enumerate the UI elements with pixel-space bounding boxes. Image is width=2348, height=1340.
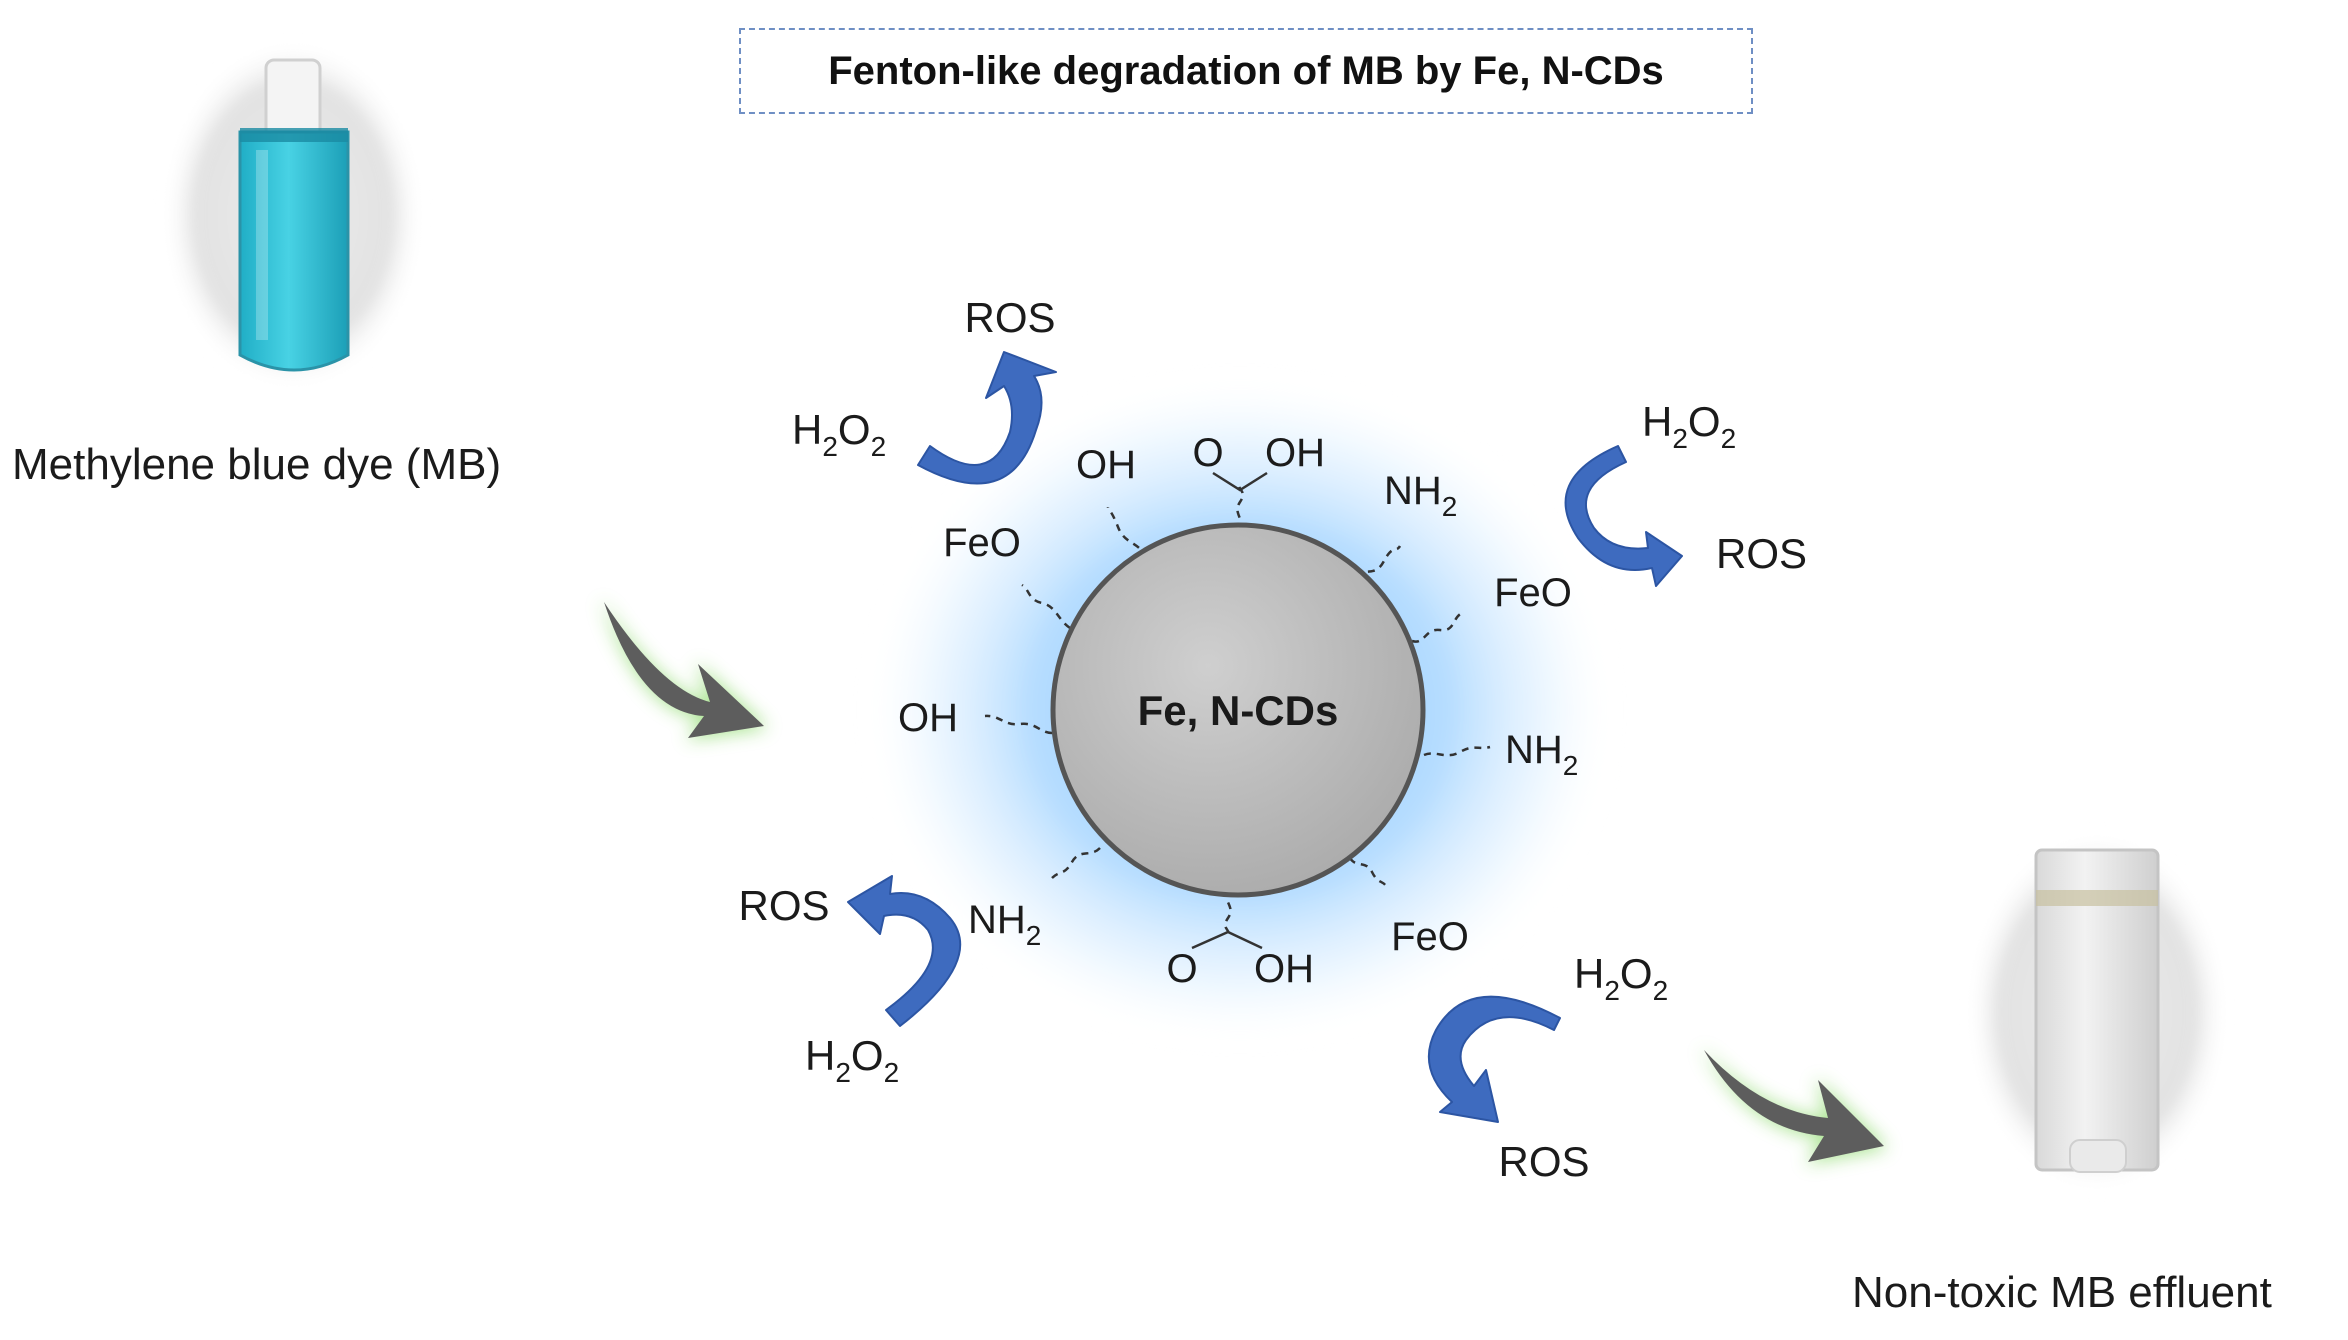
carboxyl-bottom-bond bbox=[1191, 930, 1263, 950]
group-oh-top: OH bbox=[1076, 443, 1136, 487]
bond-right bbox=[1423, 745, 1491, 757]
h2o2-top-right: H2O2 bbox=[1642, 398, 1736, 454]
cycle-arrow-top-right bbox=[1564, 445, 1683, 587]
group-feo-lower-right: FeO bbox=[1391, 915, 1469, 959]
group-feo-right-upper: FeO bbox=[1494, 571, 1572, 615]
ros-bottom-left: ROS bbox=[738, 882, 829, 929]
flow-arrow-out bbox=[1700, 1046, 1888, 1164]
group-nh2-lower-left: NH2 bbox=[968, 898, 1041, 951]
h2o2-bottom-right: H2O2 bbox=[1574, 950, 1668, 1006]
flow-arrow-in bbox=[600, 598, 768, 740]
group-oh-left: OH bbox=[898, 696, 958, 740]
caption-methylene-blue: Methylene blue dye (MB) bbox=[12, 440, 502, 489]
bond-upper-left bbox=[1021, 583, 1071, 630]
bond-top-left bbox=[1106, 506, 1149, 559]
carboxyl-bonds bbox=[1191, 471, 1268, 950]
bond-lower-right bbox=[1348, 857, 1388, 887]
h2o2-bottom-left: H2O2 bbox=[805, 1032, 899, 1088]
cycle-arrow-bottom-right bbox=[1427, 995, 1561, 1123]
mb-tube-photo bbox=[163, 40, 423, 390]
bond-right-upper bbox=[1411, 611, 1463, 643]
ros-bottom-right: ROS bbox=[1498, 1138, 1589, 1185]
ros-top-right: ROS bbox=[1716, 530, 1807, 577]
h2o2-top-left: H2O2 bbox=[792, 406, 886, 462]
bond-top bbox=[1236, 482, 1245, 531]
core-label: Fe, N-CDs bbox=[1138, 687, 1339, 734]
group-o-bottom: O bbox=[1166, 947, 1197, 991]
carboxyl-top-bond bbox=[1212, 471, 1268, 492]
fe-n-cd-core bbox=[1050, 522, 1426, 898]
group-o-top: O bbox=[1192, 431, 1223, 475]
group-nh2-right: NH2 bbox=[1505, 728, 1578, 781]
cycle-arrow-bottom-left bbox=[847, 875, 962, 1027]
caption-effluent: Non-toxic MB effluent bbox=[1852, 1268, 2272, 1317]
group-nh2-top-right: NH2 bbox=[1384, 469, 1457, 522]
group-oh-carboxyl-top: OH bbox=[1265, 431, 1325, 475]
diagram-title: Fenton-like degradation of MB by Fe, N-C… bbox=[739, 28, 1753, 114]
group-oh-carboxyl-bottom: OH bbox=[1254, 947, 1314, 991]
group-feo-upper-left: FeO bbox=[943, 521, 1021, 565]
ros-top-left: ROS bbox=[964, 294, 1055, 341]
bond-lower-left bbox=[1051, 847, 1101, 879]
effluent-tube-photo bbox=[1967, 832, 2227, 1192]
cycle-arrow-top-left bbox=[917, 351, 1057, 485]
